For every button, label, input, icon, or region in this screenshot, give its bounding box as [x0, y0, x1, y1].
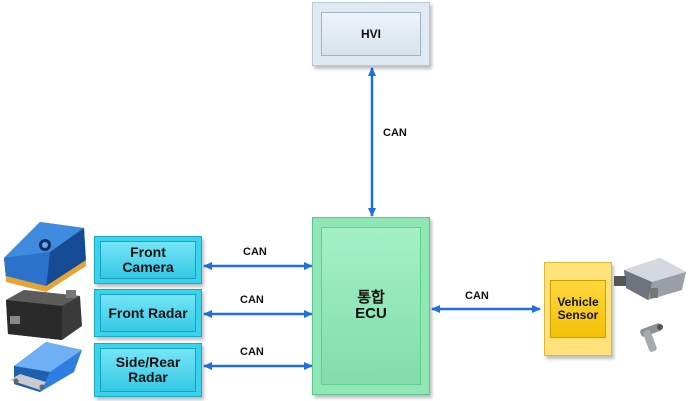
front-radar-box: Front Radar: [94, 289, 202, 337]
front-camera-label-line2: Camera: [122, 259, 174, 275]
can-label-side-rear-radar: CAN: [240, 346, 264, 358]
vehicle-sensor-label-line2: Sensor: [557, 308, 599, 322]
side-rear-radar-box: Side/Rear Radar: [94, 343, 202, 397]
can-label-vehicle-sensor: CAN: [465, 290, 489, 302]
can-label-front-radar: CAN: [240, 294, 264, 306]
vehicle-sensor-box: Vehicle Sensor: [544, 262, 612, 356]
hvi-label: HVI: [360, 26, 381, 41]
side-rear-radar-label-line2: Radar: [128, 369, 168, 385]
hvi-box: HVI: [312, 2, 430, 66]
integrated-ecu-box: 통합 ECU: [312, 217, 430, 395]
side-rear-radar-label-line1: Side/Rear: [115, 354, 181, 371]
front-radar-label: Front Radar: [108, 304, 188, 321]
front-camera-label-line1: Front: [130, 244, 166, 261]
ecu-label-line1: 통합: [357, 289, 385, 307]
can-label-front-camera: CAN: [243, 246, 267, 258]
ecu-label-line2: ECU: [355, 305, 387, 322]
can-label-hvi-ecu: CAN: [383, 127, 407, 139]
vehicle-sensor-label-line1: Vehicle: [557, 295, 599, 310]
front-camera-box: Front Camera: [94, 236, 202, 284]
